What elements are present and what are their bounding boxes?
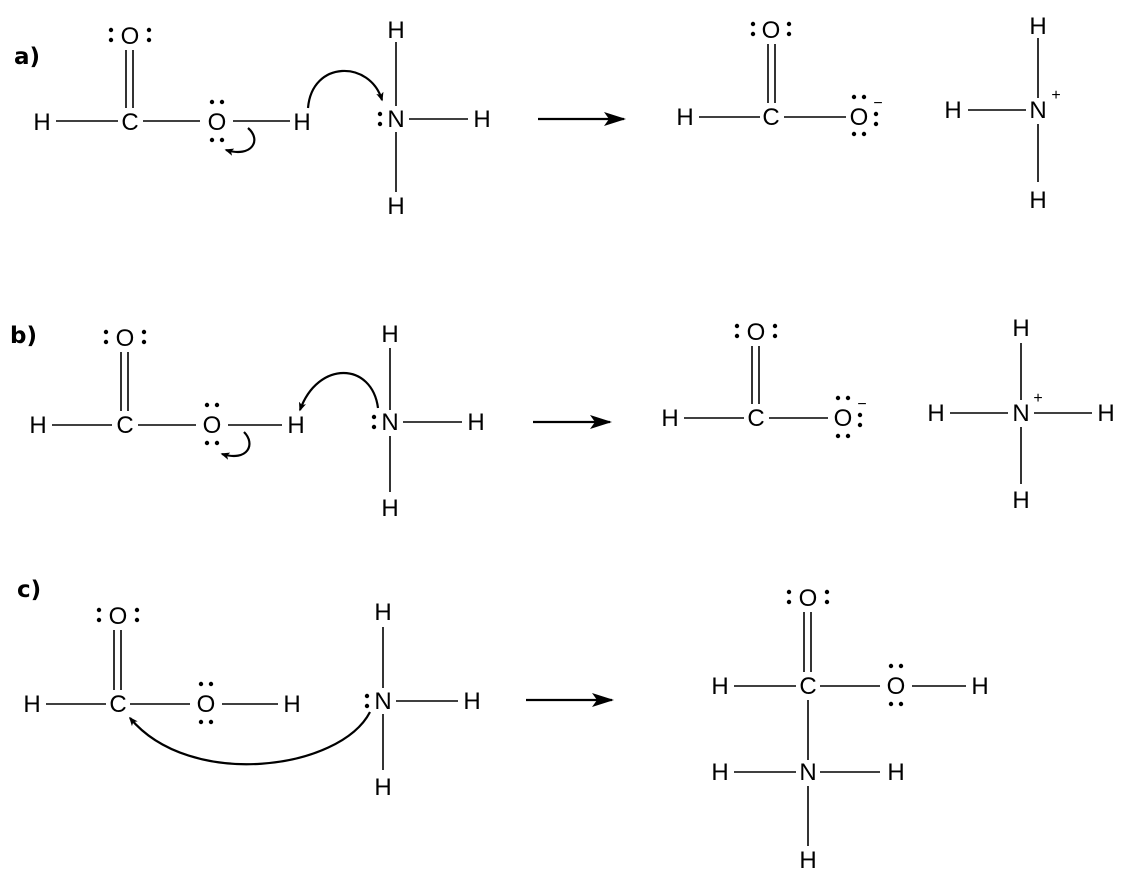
- atom-h: H: [927, 400, 944, 427]
- panel-label: c): [17, 577, 41, 603]
- panel-label: b): [10, 323, 37, 349]
- atom-n: N: [1029, 97, 1046, 124]
- electron-flow-arrow: [224, 127, 256, 156]
- ammonia-reactant: N H H H: [377, 17, 491, 220]
- atom-h: H: [381, 495, 398, 522]
- atom-h: H: [799, 847, 816, 874]
- formate-product: H C O O −: [676, 17, 883, 137]
- atom-h: H: [381, 321, 398, 348]
- atom-h: H: [374, 774, 391, 801]
- atom-h: H: [1012, 315, 1029, 342]
- formic-acid-reactant: H C O O H: [23, 603, 301, 725]
- atom-h: H: [23, 691, 40, 718]
- atom-c: C: [121, 109, 138, 136]
- atom-o: O: [116, 325, 135, 352]
- atom-c: C: [799, 673, 816, 700]
- atom-h: H: [283, 691, 300, 718]
- atom-h: H: [387, 17, 404, 44]
- atom-n: N: [1012, 400, 1029, 427]
- atom-h: H: [287, 412, 304, 439]
- atom-h: H: [293, 109, 310, 136]
- atom-h: H: [1012, 487, 1029, 514]
- positive-charge: +: [1051, 87, 1060, 104]
- atom-h: H: [1029, 187, 1046, 214]
- panel-label: a): [14, 44, 40, 70]
- atom-c: C: [116, 412, 133, 439]
- atom-n: N: [381, 409, 398, 436]
- addition-product: H C O O H H N H H: [711, 585, 988, 874]
- positive-charge: +: [1033, 390, 1042, 407]
- atom-n: N: [374, 688, 391, 715]
- atom-h: H: [711, 673, 728, 700]
- atom-h: H: [387, 193, 404, 220]
- atom-n: N: [799, 759, 816, 786]
- negative-charge: −: [857, 396, 866, 413]
- atom-o: O: [208, 109, 227, 136]
- atom-o: O: [799, 585, 818, 612]
- atom-o: O: [834, 405, 853, 432]
- atom-o: O: [203, 412, 222, 439]
- atom-o: O: [850, 104, 869, 131]
- atom-h: H: [944, 97, 961, 124]
- atom-h: H: [661, 405, 678, 432]
- atom-h: H: [711, 759, 728, 786]
- atom-o: O: [109, 603, 128, 630]
- atom-h: H: [463, 688, 480, 715]
- formate-product: H C O O −: [661, 319, 867, 439]
- atom-c: C: [747, 405, 764, 432]
- atom-o: O: [762, 17, 781, 44]
- atom-c: C: [762, 104, 779, 131]
- atom-c: C: [109, 691, 126, 718]
- electron-flow-arrow: [129, 711, 371, 766]
- ammonium-product: H N H H +: [944, 13, 1060, 214]
- atom-h: H: [29, 412, 46, 439]
- negative-charge: −: [873, 95, 882, 112]
- formic-acid-reactant: H C O O H: [29, 325, 305, 446]
- electron-flow-arrow: [298, 372, 380, 412]
- formic-acid-reactant: H C O O H: [33, 23, 311, 143]
- atom-h: H: [33, 109, 50, 136]
- atom-o: O: [121, 23, 140, 50]
- panel-c: c) H C O O H N H H H: [17, 577, 989, 874]
- atom-h: H: [1097, 400, 1114, 427]
- ammonium-product: H N H H H +: [927, 315, 1114, 514]
- atom-h: H: [1029, 13, 1046, 40]
- ammonia-reactant: N H H H: [364, 599, 481, 801]
- atom-h: H: [473, 106, 490, 133]
- atom-h: H: [374, 599, 391, 626]
- panel-a: a) H C O O H N H H H: [14, 13, 1061, 220]
- atom-h: H: [971, 673, 988, 700]
- atom-o: O: [887, 673, 906, 700]
- atom-h: H: [676, 104, 693, 131]
- atom-o: O: [747, 319, 766, 346]
- atom-n: N: [387, 106, 404, 133]
- electron-flow-arrow: [306, 69, 384, 109]
- ammonia-reactant: N H H H: [371, 321, 485, 522]
- panel-b: b) H C O O H N H H H: [10, 315, 1115, 522]
- electron-flow-arrow: [220, 431, 251, 460]
- atom-h: H: [887, 759, 904, 786]
- atom-h: H: [467, 409, 484, 436]
- atom-o: O: [197, 691, 216, 718]
